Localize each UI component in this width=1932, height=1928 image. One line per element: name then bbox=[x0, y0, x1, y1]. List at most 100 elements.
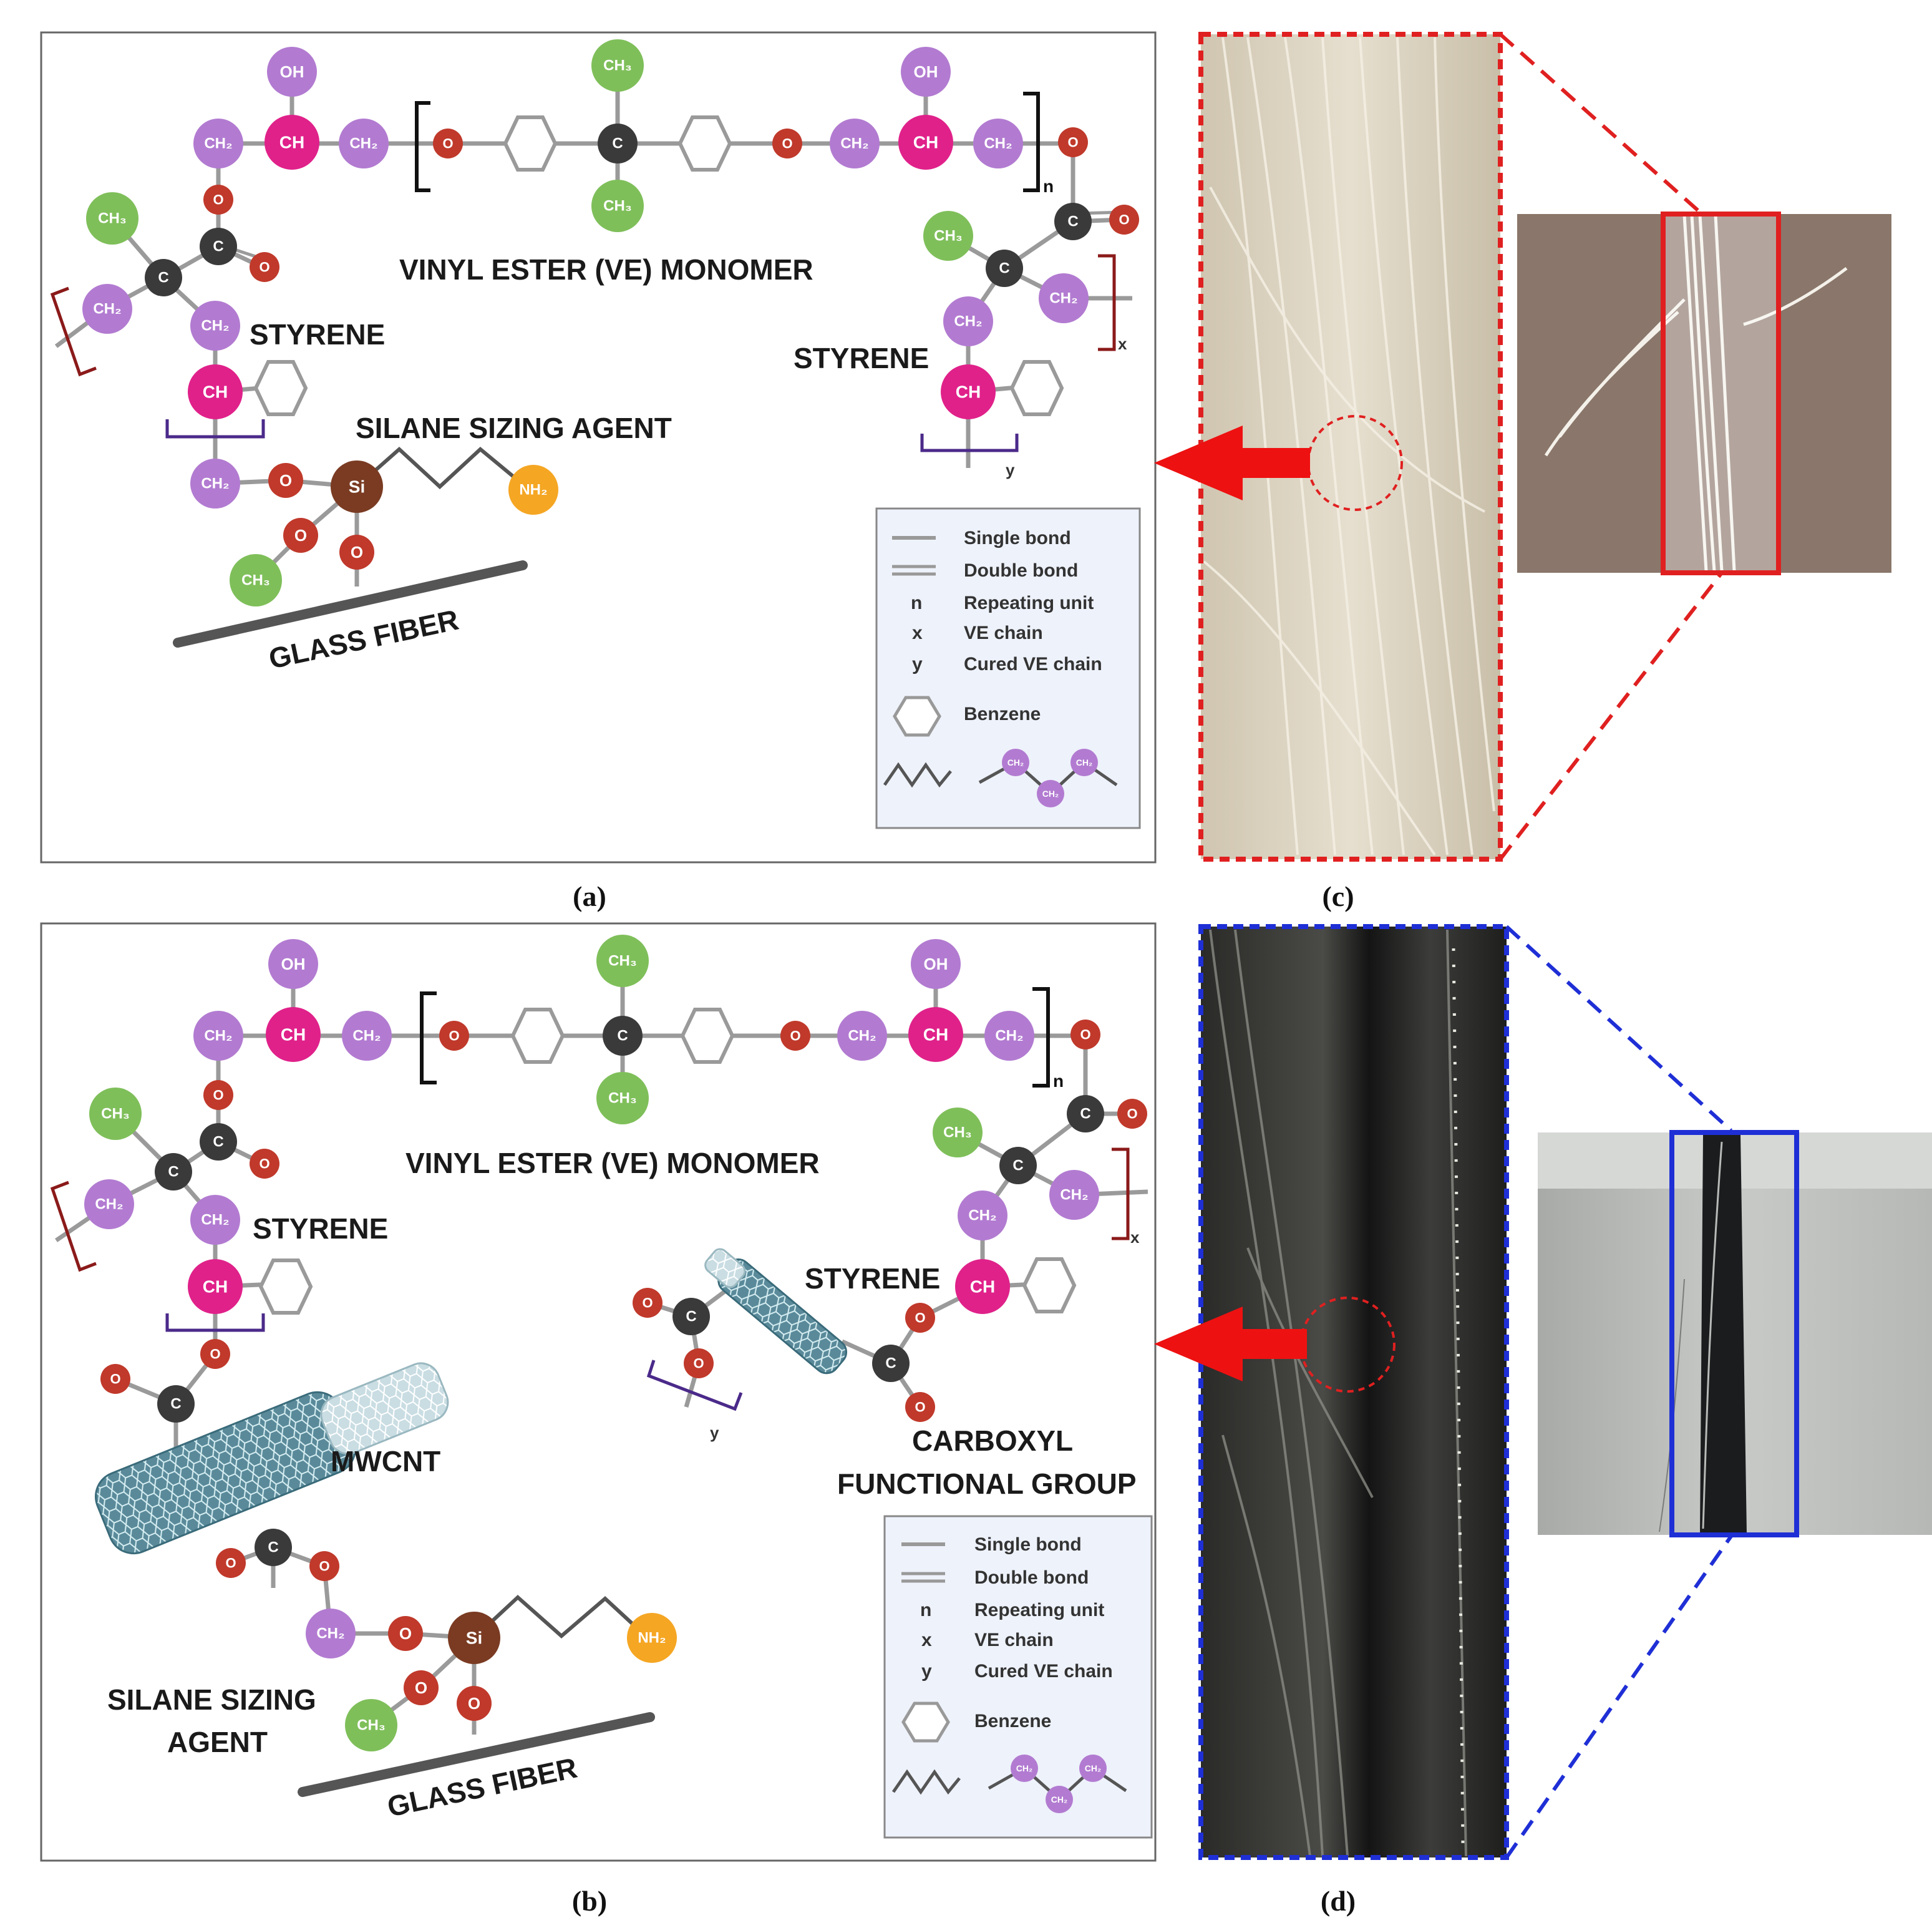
atom-label: CH₂ bbox=[848, 1028, 876, 1044]
atom-label: CH bbox=[281, 1025, 306, 1044]
atom-label: C bbox=[885, 1355, 896, 1372]
atom-label: O bbox=[449, 1028, 459, 1044]
legend-box bbox=[883, 1515, 1153, 1839]
atom-ch2 bbox=[943, 296, 993, 346]
atom-label: O bbox=[915, 1400, 925, 1415]
atom-label: CH₃ bbox=[608, 1090, 637, 1107]
atom-ch2 bbox=[830, 119, 880, 168]
panel-d-zoom-line-top bbox=[1505, 925, 1733, 1132]
atom-label: O bbox=[1080, 1027, 1090, 1043]
panel-b-silane-line1: SILANE SIZING bbox=[107, 1683, 316, 1716]
panel-a-subscript-y: y bbox=[1006, 460, 1015, 479]
atom-oh bbox=[901, 47, 951, 97]
atom-label: O bbox=[782, 136, 792, 152]
atom-ch2 bbox=[193, 119, 243, 168]
atom-label: O bbox=[915, 1310, 925, 1326]
atom-ch bbox=[908, 1007, 963, 1062]
atom-ch2 bbox=[1049, 1170, 1099, 1220]
panel-b-benzene-rings bbox=[258, 1008, 1077, 1315]
benzene-icon bbox=[1022, 1257, 1077, 1313]
legend-double-bond: Double bond bbox=[964, 560, 1078, 581]
atom-label: CH₃ bbox=[603, 57, 632, 74]
atom-label: CH₃ bbox=[241, 572, 270, 589]
atom-label: O bbox=[642, 1295, 653, 1311]
atom-label: CH₂ bbox=[1076, 757, 1092, 767]
atom-label: C bbox=[213, 1134, 223, 1151]
atom-label: O bbox=[279, 471, 292, 490]
atom-o bbox=[905, 1392, 935, 1422]
atom-label: O bbox=[415, 1678, 427, 1697]
atom-label: CH₂ bbox=[1042, 789, 1059, 799]
atom-label: CH₃ bbox=[608, 953, 637, 970]
atom-label: O bbox=[1067, 135, 1078, 150]
atom-label: Si bbox=[349, 477, 365, 497]
panel-d-caption: (d) bbox=[1321, 1885, 1356, 1917]
atom-label: O bbox=[259, 260, 269, 275]
atom-label: O bbox=[213, 192, 223, 208]
panel-b-subscript-y: y bbox=[710, 1423, 719, 1442]
panel-d-photo-group bbox=[1154, 924, 1932, 1860]
atom-label: CH₂ bbox=[1085, 1763, 1101, 1773]
atom-label: CH₂ bbox=[352, 1028, 381, 1044]
panel-b-propyl-chain bbox=[472, 1594, 648, 1640]
panel-a-legend: Single bond Double bond n Repeating unit… bbox=[875, 507, 1141, 829]
legend-ch2-icon bbox=[1037, 780, 1064, 807]
atom-label: CH bbox=[956, 382, 981, 402]
atom-label: C bbox=[213, 238, 223, 255]
panel-c-inset-region bbox=[1663, 214, 1779, 573]
atom-label: CH₂ bbox=[1060, 1187, 1088, 1204]
atom-ch2 bbox=[984, 1011, 1034, 1061]
atom-o bbox=[1117, 1099, 1147, 1129]
panel-d-glint bbox=[1452, 948, 1465, 1848]
panel-a-bracket-y-right bbox=[920, 434, 1019, 452]
legend-x-symbol: x bbox=[912, 623, 923, 643]
atom-label: CH₂ bbox=[984, 135, 1012, 152]
panel-b-glass-fiber-rod bbox=[298, 1712, 655, 1797]
mwcnt-small-tube bbox=[704, 1248, 848, 1375]
atom-label: O bbox=[110, 1371, 120, 1387]
atom-o bbox=[283, 518, 318, 553]
panel-a-benzene-rings bbox=[253, 115, 1064, 416]
legend-x-text: VE chain bbox=[974, 1630, 1054, 1650]
panel-b-mwcnt-label: MWCNT bbox=[331, 1445, 440, 1478]
atom-ch3 bbox=[591, 39, 644, 92]
atom-o bbox=[250, 1149, 279, 1179]
atom-label: CH₂ bbox=[93, 301, 121, 318]
atom-label: CH₃ bbox=[98, 210, 127, 227]
panel-a-glass-fiber-rod bbox=[173, 560, 528, 648]
legend-benzene: Benzene bbox=[964, 704, 1041, 724]
atom-label: C bbox=[1067, 213, 1078, 230]
panel-b-styrene-left-label: STYRENE bbox=[253, 1212, 388, 1245]
atom-label: C bbox=[1080, 1106, 1090, 1122]
atom-c bbox=[200, 228, 237, 265]
atom-label: CH₂ bbox=[204, 135, 232, 152]
benzene-icon bbox=[258, 1259, 313, 1315]
atom-o bbox=[100, 1364, 130, 1394]
atom-label: CH₃ bbox=[101, 1106, 130, 1122]
atom-label: NH₂ bbox=[519, 482, 547, 499]
atom-label: O bbox=[790, 1028, 800, 1044]
panel-a-silane-label: SILANE SIZING AGENT bbox=[356, 412, 672, 444]
atom-label: O bbox=[319, 1559, 329, 1574]
atom-o bbox=[905, 1303, 935, 1333]
atom-o bbox=[339, 535, 374, 570]
atom-ch3 bbox=[89, 1088, 142, 1140]
atom-label: CH₂ bbox=[95, 1196, 123, 1213]
atom-label: C bbox=[999, 260, 1009, 277]
panel-c-photo-group bbox=[1154, 32, 1891, 862]
panel-d-zoom-line-bottom bbox=[1505, 1535, 1733, 1859]
benzene-icon bbox=[680, 1008, 735, 1064]
benzene-icon bbox=[503, 115, 558, 172]
atom-label: CH₂ bbox=[968, 1207, 996, 1224]
atom-o bbox=[200, 1339, 230, 1369]
atom-ch2 bbox=[190, 459, 240, 509]
panel-c-fiber-strands bbox=[1203, 37, 1495, 856]
atom-ch2 bbox=[339, 119, 389, 168]
panel-c-zoom-line-top bbox=[1499, 32, 1701, 214]
panel-a-styrene-right-label: STYRENE bbox=[794, 342, 929, 374]
panel-b-subscript-n: n bbox=[1053, 1071, 1064, 1091]
atom-o bbox=[439, 1021, 469, 1051]
atom-label: C bbox=[168, 1164, 178, 1181]
atom-c bbox=[1067, 1095, 1104, 1132]
